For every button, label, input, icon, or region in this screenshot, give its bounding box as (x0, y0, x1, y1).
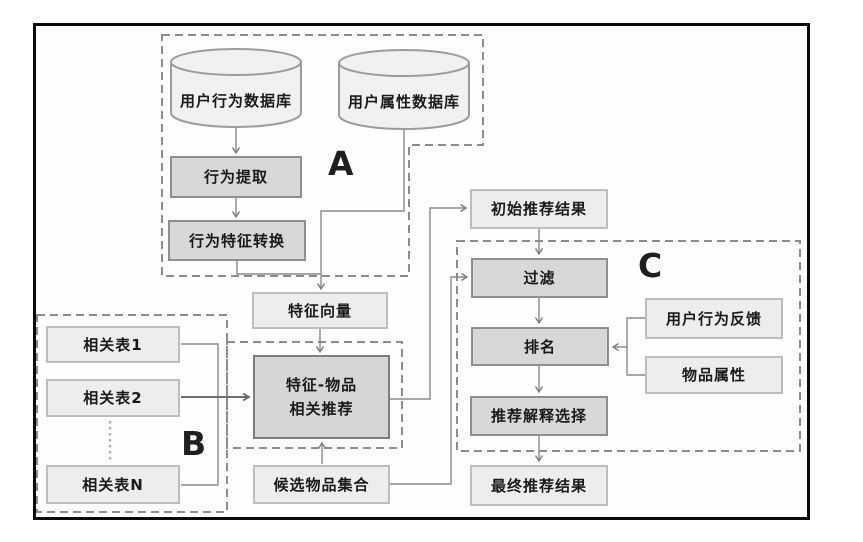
node-related-table-2-label: 相关表2 (83, 389, 143, 407)
node-ranking-label: 排名 (523, 337, 556, 356)
node-feature-item-recommendation: 特征-物品 相关推荐 (253, 355, 390, 439)
node-feature-item-recommendation-line1: 特征-物品 (285, 376, 358, 394)
node-filter: 过滤 (471, 258, 608, 298)
node-item-attribute-label: 物品属性 (681, 366, 746, 384)
node-feature-item-recommendation-line2: 相关推荐 (289, 400, 354, 418)
node-user-behavior-db-label: 用户行为数据库 (179, 91, 292, 110)
node-user-behavior-feedback: 用户行为反馈 (645, 298, 783, 339)
group-c-label: C (638, 246, 663, 285)
node-item-attribute: 物品属性 (645, 356, 783, 394)
node-related-table-n: 相关表N (46, 465, 180, 504)
node-feature-vector: 特征向量 (252, 292, 388, 329)
node-user-attribute-db: 用户属性数据库 (337, 48, 471, 131)
node-recommendation-explanation-selection: 推荐解释选择 (470, 396, 608, 436)
node-related-table-1: 相关表1 (46, 326, 180, 363)
node-behavior-feature-conversion-label: 行为特征转换 (188, 231, 285, 250)
group-a-label: A (328, 144, 354, 183)
cylinder-shape (170, 48, 302, 128)
node-related-table-n-label: 相关表N (82, 475, 144, 494)
node-filter-label: 过滤 (523, 269, 556, 287)
node-behavior-extraction-label: 行为提取 (203, 168, 268, 186)
node-recommendation-explanation-selection-label: 推荐解释选择 (490, 407, 587, 425)
node-ranking: 排名 (471, 327, 609, 366)
node-behavior-extraction: 行为提取 (170, 156, 302, 198)
group-b-label: B (181, 424, 207, 463)
node-candidate-item-set: 候选物品集合 (253, 465, 390, 504)
node-final-recommendation-result-label: 最终推荐结果 (490, 476, 587, 495)
node-related-table-1-label: 相关表1 (83, 335, 143, 354)
node-feature-vector-label: 特征向量 (287, 301, 352, 320)
node-user-attribute-db-label: 用户属性数据库 (347, 93, 460, 112)
node-user-behavior-db: 用户行为数据库 (169, 47, 303, 129)
node-final-recommendation-result: 最终推荐结果 (470, 465, 608, 506)
node-behavior-feature-conversion: 行为特征转换 (168, 220, 306, 261)
node-user-behavior-feedback-label: 用户行为反馈 (665, 309, 762, 328)
cylinder-shape (338, 49, 470, 130)
node-candidate-item-set-label: 候选物品集合 (273, 475, 370, 494)
node-initial-recommendation-result-label: 初始推荐结果 (490, 200, 587, 218)
node-initial-recommendation-result: 初始推荐结果 (470, 189, 608, 229)
node-related-table-2: 相关表2 (46, 379, 180, 417)
